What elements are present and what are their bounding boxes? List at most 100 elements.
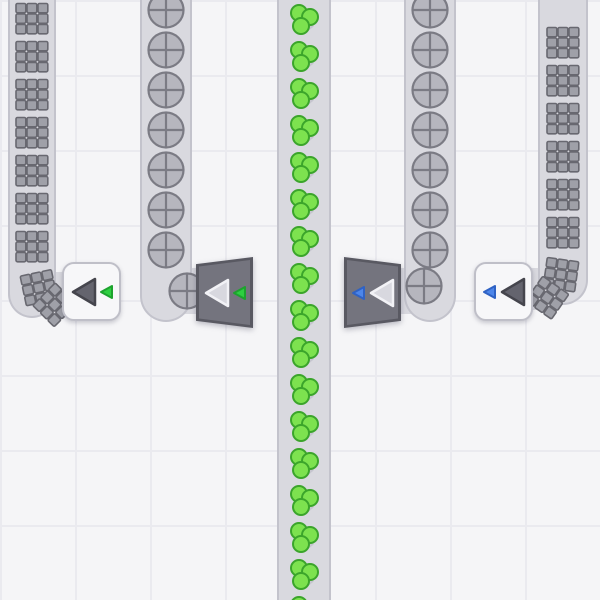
green-cluster-icon — [290, 485, 319, 516]
left-arrow-icon — [500, 277, 525, 306]
item-crossed-circle — [146, 110, 186, 150]
crossed-circle-icon — [147, 191, 185, 229]
item-grid-tile — [14, 40, 50, 74]
item-green-cluster — [288, 189, 320, 221]
item-green-cluster — [288, 41, 320, 73]
green-cluster-icon — [290, 115, 319, 146]
crossed-circle-icon — [411, 31, 449, 69]
green-cluster-icon — [290, 337, 319, 368]
green-cluster-icon — [290, 226, 319, 257]
grid-tile-icon — [15, 40, 49, 73]
crossed-circle-icon — [411, 191, 449, 229]
green-cluster-icon — [290, 411, 319, 442]
grid-tile-icon — [546, 178, 580, 211]
item-green-cluster — [288, 115, 320, 147]
item-green-cluster — [288, 263, 320, 295]
grid-tile-icon — [546, 26, 580, 59]
item-grid-tile — [523, 274, 572, 322]
item-green-cluster — [288, 300, 320, 332]
grid-tile-icon — [546, 64, 580, 97]
item-crossed-circle — [410, 70, 450, 110]
grid-tile-icon — [546, 102, 580, 135]
item-green-cluster — [288, 4, 320, 36]
item-grid-tile — [545, 64, 581, 98]
item-green-cluster — [288, 152, 320, 184]
accent-triangle-icon — [232, 285, 246, 300]
grid-tile-icon — [525, 275, 570, 320]
collector-green-left[interactable] — [62, 262, 121, 321]
crossed-circle-icon — [147, 31, 185, 69]
green-cluster-icon — [290, 4, 319, 35]
green-cluster-icon — [290, 522, 319, 553]
green-cluster-icon — [290, 152, 319, 183]
grid-tile-icon — [15, 116, 49, 149]
item-crossed-circle — [146, 70, 186, 110]
item-green-cluster — [288, 522, 320, 554]
grid-tile-icon — [546, 140, 580, 173]
crossed-circle-icon — [147, 71, 185, 109]
item-green-cluster — [288, 559, 320, 591]
device-arrows — [351, 277, 395, 309]
crossed-circle-icon — [147, 231, 185, 269]
funnel-blue-right[interactable] — [344, 257, 401, 328]
crossed-circle-icon — [411, 0, 449, 29]
crossed-circle-icon — [411, 151, 449, 189]
green-cluster-icon — [290, 559, 319, 590]
green-cluster-icon — [290, 448, 319, 479]
item-crossed-circle — [146, 30, 186, 70]
collector-blue-right[interactable] — [474, 262, 533, 321]
item-crossed-circle — [410, 0, 450, 30]
item-crossed-circle — [410, 150, 450, 190]
item-grid-tile — [14, 230, 50, 264]
accent-triangle-icon — [99, 284, 113, 299]
item-grid-tile — [545, 102, 581, 136]
item-grid-tile — [14, 116, 50, 150]
item-grid-tile — [14, 192, 50, 226]
item-crossed-circle — [404, 266, 444, 306]
grid-tile-icon — [546, 216, 580, 249]
item-crossed-circle — [410, 110, 450, 150]
item-green-cluster — [288, 337, 320, 369]
green-cluster-icon — [290, 374, 319, 405]
item-crossed-circle — [410, 230, 450, 270]
item-grid-tile — [545, 26, 581, 60]
item-green-cluster — [288, 596, 320, 600]
green-cluster-icon — [290, 78, 319, 109]
item-grid-tile — [545, 140, 581, 174]
item-grid-tile — [545, 178, 581, 212]
item-crossed-circle — [410, 30, 450, 70]
item-green-cluster — [288, 485, 320, 517]
device-arrows — [482, 276, 526, 308]
green-cluster-icon — [290, 263, 319, 294]
grid-tile-icon — [15, 154, 49, 187]
item-crossed-circle — [146, 230, 186, 270]
item-grid-tile — [30, 280, 79, 329]
funnel-green-left[interactable] — [196, 257, 253, 328]
crossed-circle-icon — [411, 71, 449, 109]
left-arrow-icon — [71, 277, 96, 306]
crossed-circle-icon — [405, 267, 443, 305]
green-cluster-icon — [290, 41, 319, 72]
item-crossed-circle — [146, 190, 186, 230]
crossed-circle-icon — [411, 111, 449, 149]
item-crossed-circle — [146, 150, 186, 190]
item-green-cluster — [288, 374, 320, 406]
grid-tile-icon — [15, 192, 49, 225]
item-grid-tile — [14, 154, 50, 188]
item-green-cluster — [288, 226, 320, 258]
item-green-cluster — [288, 411, 320, 443]
device-arrows — [70, 276, 114, 308]
left-arrow-icon — [204, 278, 229, 307]
green-cluster-icon — [291, 596, 307, 600]
crossed-circle-icon — [147, 151, 185, 189]
device-arrows — [203, 277, 247, 309]
crossed-circle-icon — [147, 111, 185, 149]
item-crossed-circle — [410, 190, 450, 230]
item-crossed-circle — [146, 0, 186, 30]
accent-triangle-icon — [482, 284, 496, 299]
accent-triangle-icon — [351, 285, 365, 300]
item-grid-tile — [14, 78, 50, 112]
green-cluster-icon — [290, 189, 319, 220]
item-green-cluster — [288, 448, 320, 480]
crossed-circle-icon — [147, 0, 185, 29]
